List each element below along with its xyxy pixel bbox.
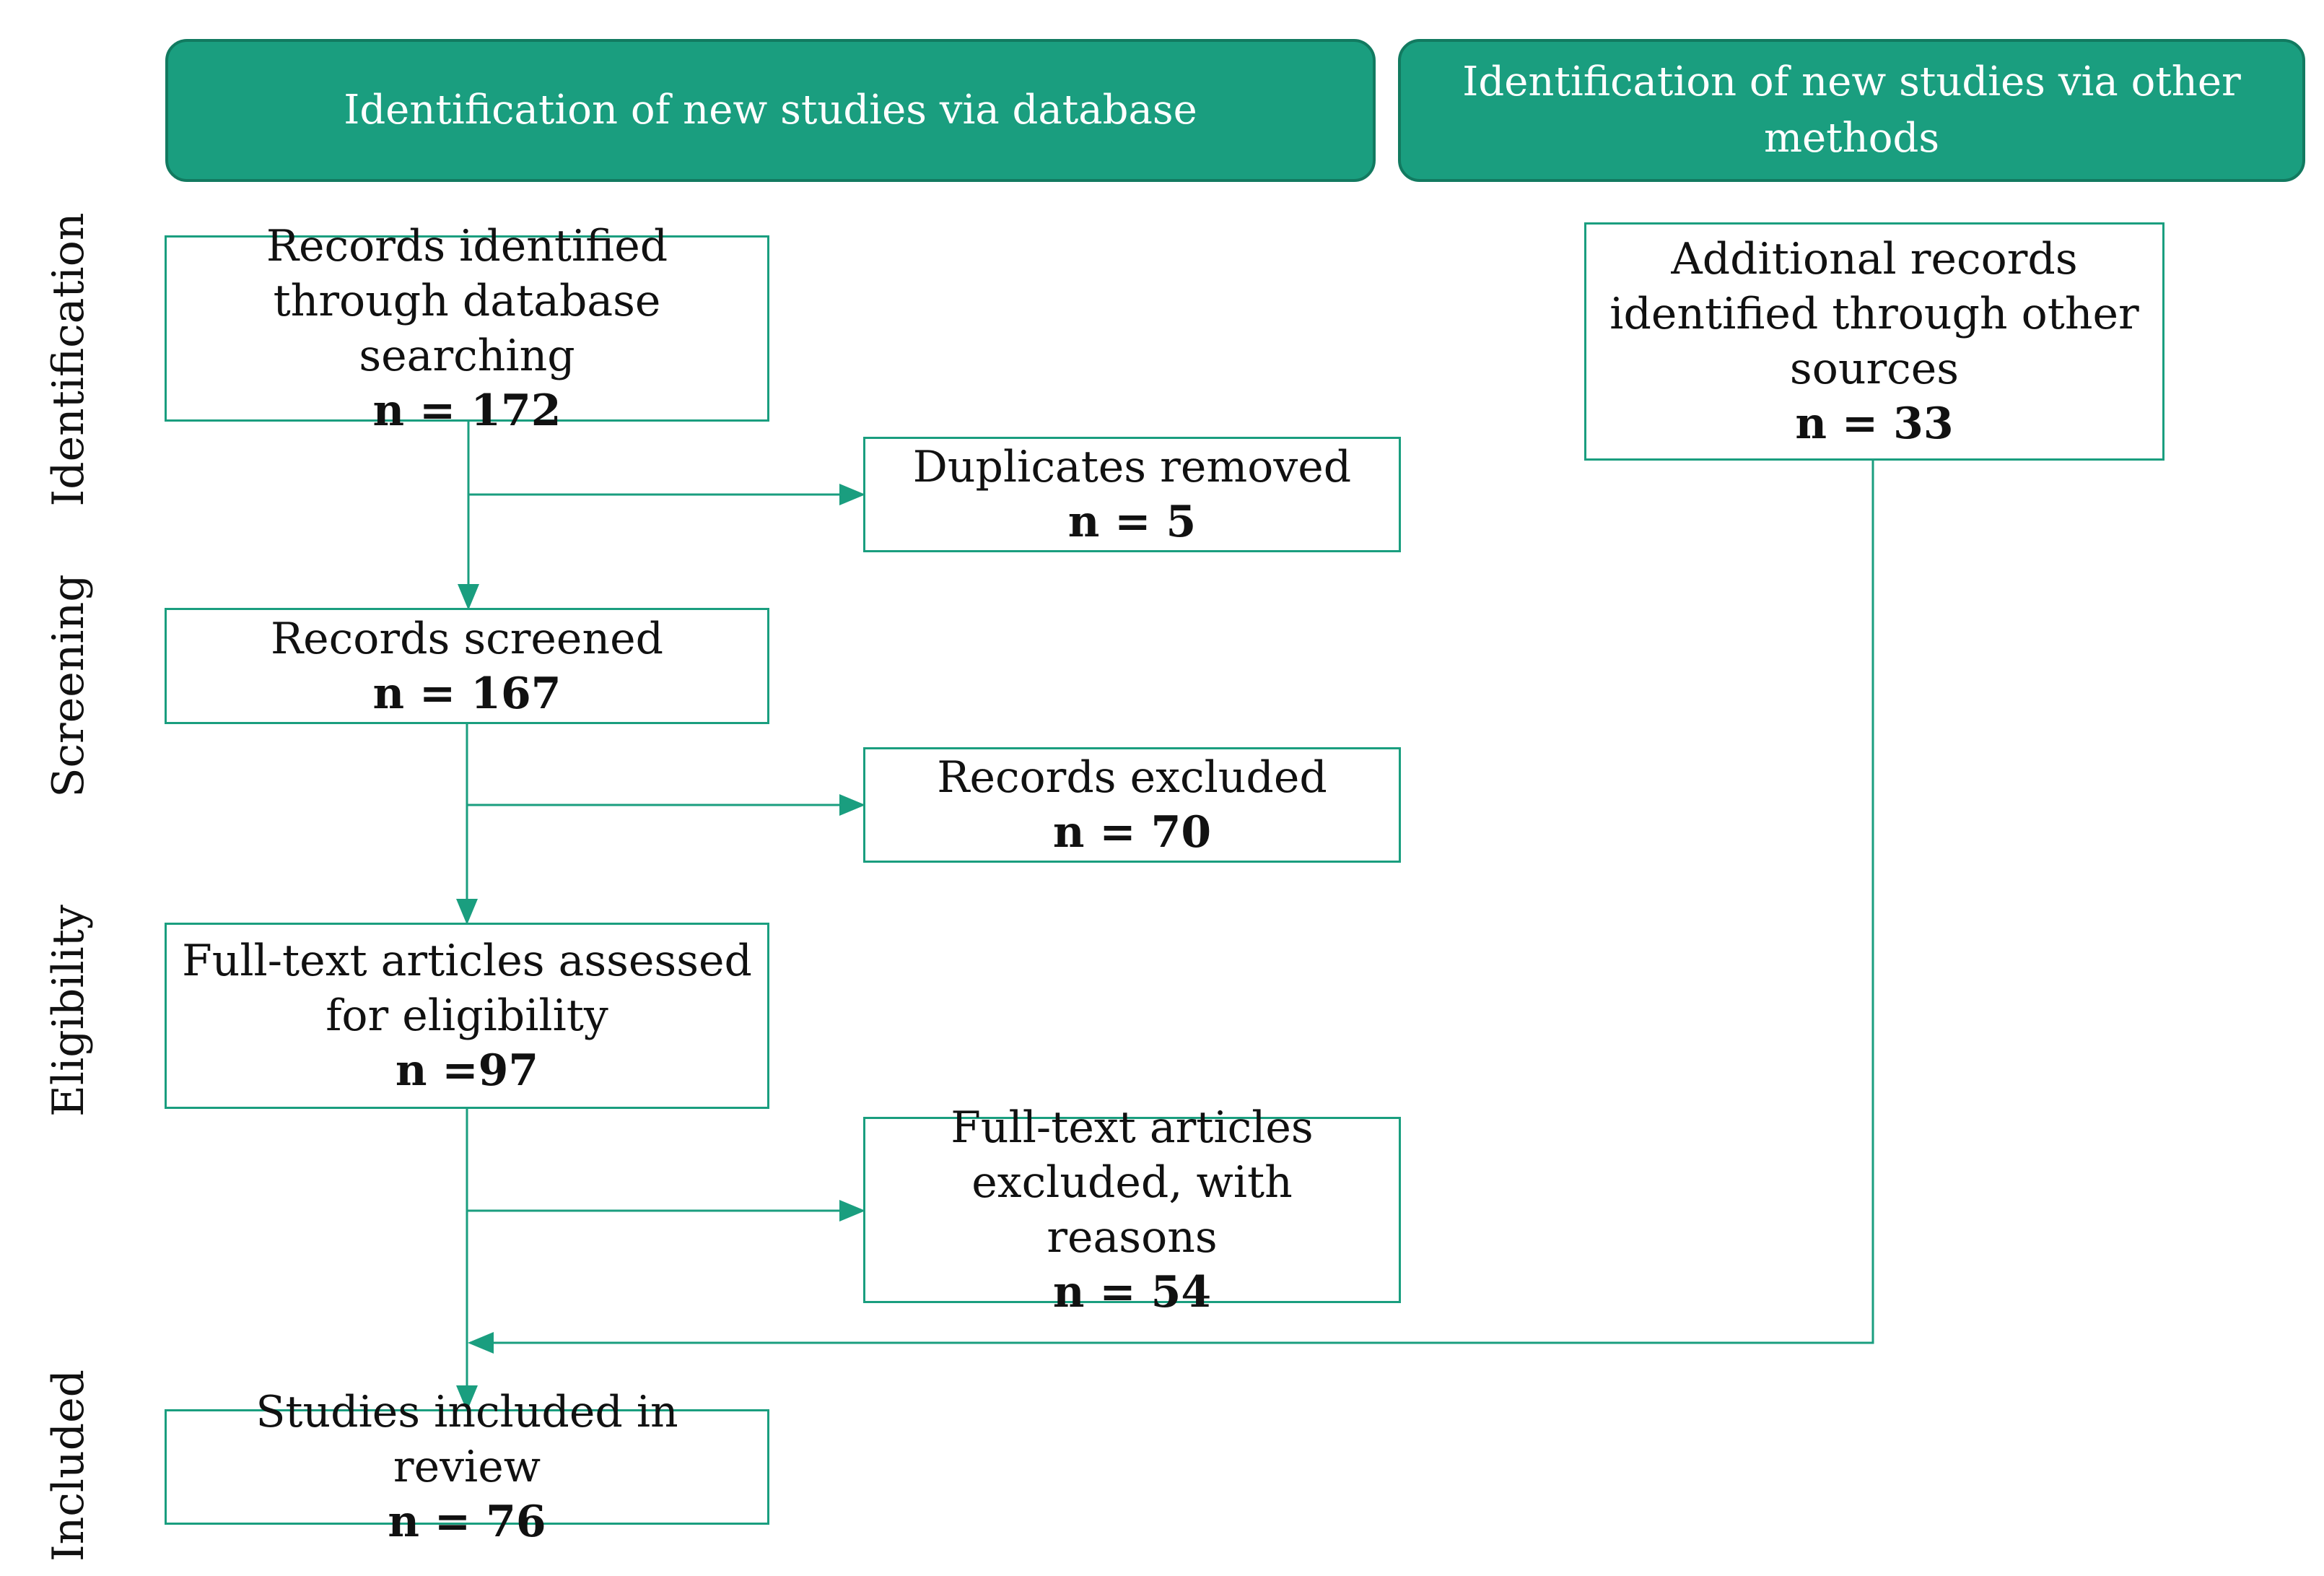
fulltext-assessed-count: n =97 [395, 1045, 539, 1096]
studies-included-box: Studies included in review n = 76 [165, 1387, 769, 1547]
fulltext-excluded-text: Full-text articles excluded, with reason… [951, 1102, 1314, 1263]
studies-included-count: n = 76 [388, 1497, 546, 1547]
additional-records-count: n = 33 [1795, 399, 1954, 449]
records-excluded-text: Records excluded [937, 752, 1327, 803]
banner-other-label: Identification of new studies via other … [1462, 58, 2241, 162]
records-identified-box: Records identified through database sear… [165, 221, 769, 436]
duplicates-removed-count: n = 5 [1067, 497, 1197, 547]
fulltext-excluded-box: Full-text articles excluded, with reason… [863, 1102, 1401, 1318]
records-excluded-box: Records excluded n = 70 [863, 747, 1401, 863]
records-screened-box: Records screened n = 167 [165, 608, 769, 724]
duplicates-removed-text: Duplicates removed [912, 442, 1352, 492]
additional-records-box: Additional records identified through ot… [1584, 222, 2164, 461]
records-screened-text: Records screened [270, 613, 663, 664]
fulltext-assessed-box: Full-text articles assessed for eligibil… [165, 923, 769, 1109]
line-additional-down [498, 461, 1874, 1344]
records-identified-text: Records identified through database sear… [266, 221, 668, 381]
banner-other-methods: Identification of new studies via other … [1398, 39, 2305, 182]
records-screened-count: n = 167 [372, 668, 562, 719]
records-identified-count: n = 172 [372, 386, 562, 436]
banner-database-label: Identification of new studies via databa… [344, 87, 1197, 134]
duplicates-removed-box: Duplicates removed n = 5 [863, 437, 1401, 552]
fulltext-assessed-text: Full-text articles assessed for eligibil… [182, 936, 752, 1041]
additional-records-text: Additional records identified through ot… [1609, 234, 2139, 394]
studies-included-text: Studies included in review [255, 1387, 678, 1492]
banner-database: Identification of new studies via databa… [165, 39, 1376, 182]
records-excluded-count: n = 70 [1052, 807, 1212, 858]
fulltext-excluded-count: n = 54 [1052, 1267, 1212, 1318]
